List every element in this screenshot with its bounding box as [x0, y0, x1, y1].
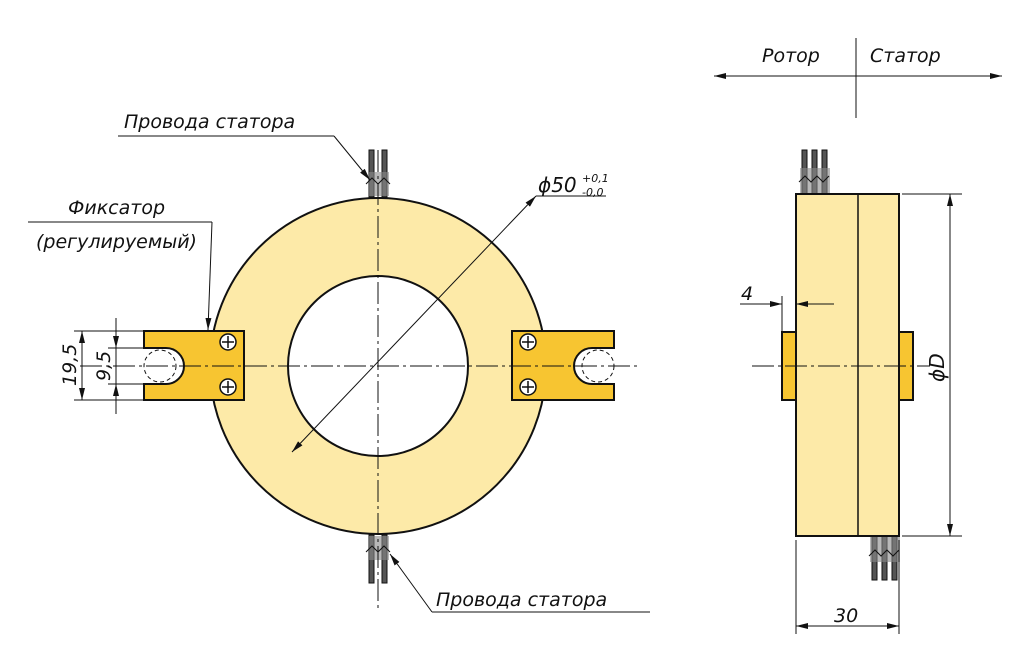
side-wires-bottom	[868, 535, 900, 581]
side-body	[795, 193, 900, 537]
height-dimensions: 19,5 9,5	[59, 318, 150, 414]
fixator-label: Фиксатор (регулируемый)	[28, 197, 213, 331]
diameter-symbol: ϕ	[538, 173, 551, 197]
screw-icon	[519, 333, 537, 351]
diameter-dimension: ϕ50 +0,1 -0,0	[291, 172, 609, 453]
screw-icon	[219, 333, 237, 351]
wire-label-top: Провода статора	[118, 111, 371, 181]
svg-text:ϕ50: ϕ50	[538, 173, 577, 197]
wire-label-bottom: Провода статора	[389, 553, 650, 613]
wire-label-bottom-text: Провода статора	[436, 589, 607, 611]
offset-label: 4	[741, 283, 753, 305]
offset-dimension: 4	[740, 283, 834, 332]
diameter-value: 50	[551, 173, 576, 197]
tolerance-upper: +0,1	[582, 172, 609, 185]
side-wires-top	[798, 149, 830, 195]
screw-icon	[519, 378, 537, 396]
tolerance-lower: -0,0	[582, 186, 603, 199]
rotor-stator-header: Ротор Статор	[714, 38, 1002, 118]
fixator-label-line1: Фиксатор	[68, 197, 165, 219]
side-view: Ротор Статор	[714, 38, 1002, 634]
wire-label-top-text: Провода статора	[124, 111, 295, 133]
stator-label: Статор	[870, 45, 941, 67]
diameter-d-label: ϕD	[925, 353, 949, 382]
height-inner-label: 9,5	[93, 351, 115, 381]
width-dimension: 30	[795, 540, 900, 634]
diameter-d-dimension: ϕD	[902, 193, 962, 537]
rotor-label: Ротор	[762, 45, 820, 67]
front-view: ϕ50 +0,1 -0,0 19,5 9,5 Провода статора	[28, 111, 650, 613]
fixator-label-line2: (регулируемый)	[36, 231, 197, 253]
width-label: 30	[834, 605, 858, 627]
screw-icon	[219, 378, 237, 396]
height-outer-label: 19,5	[59, 344, 81, 386]
